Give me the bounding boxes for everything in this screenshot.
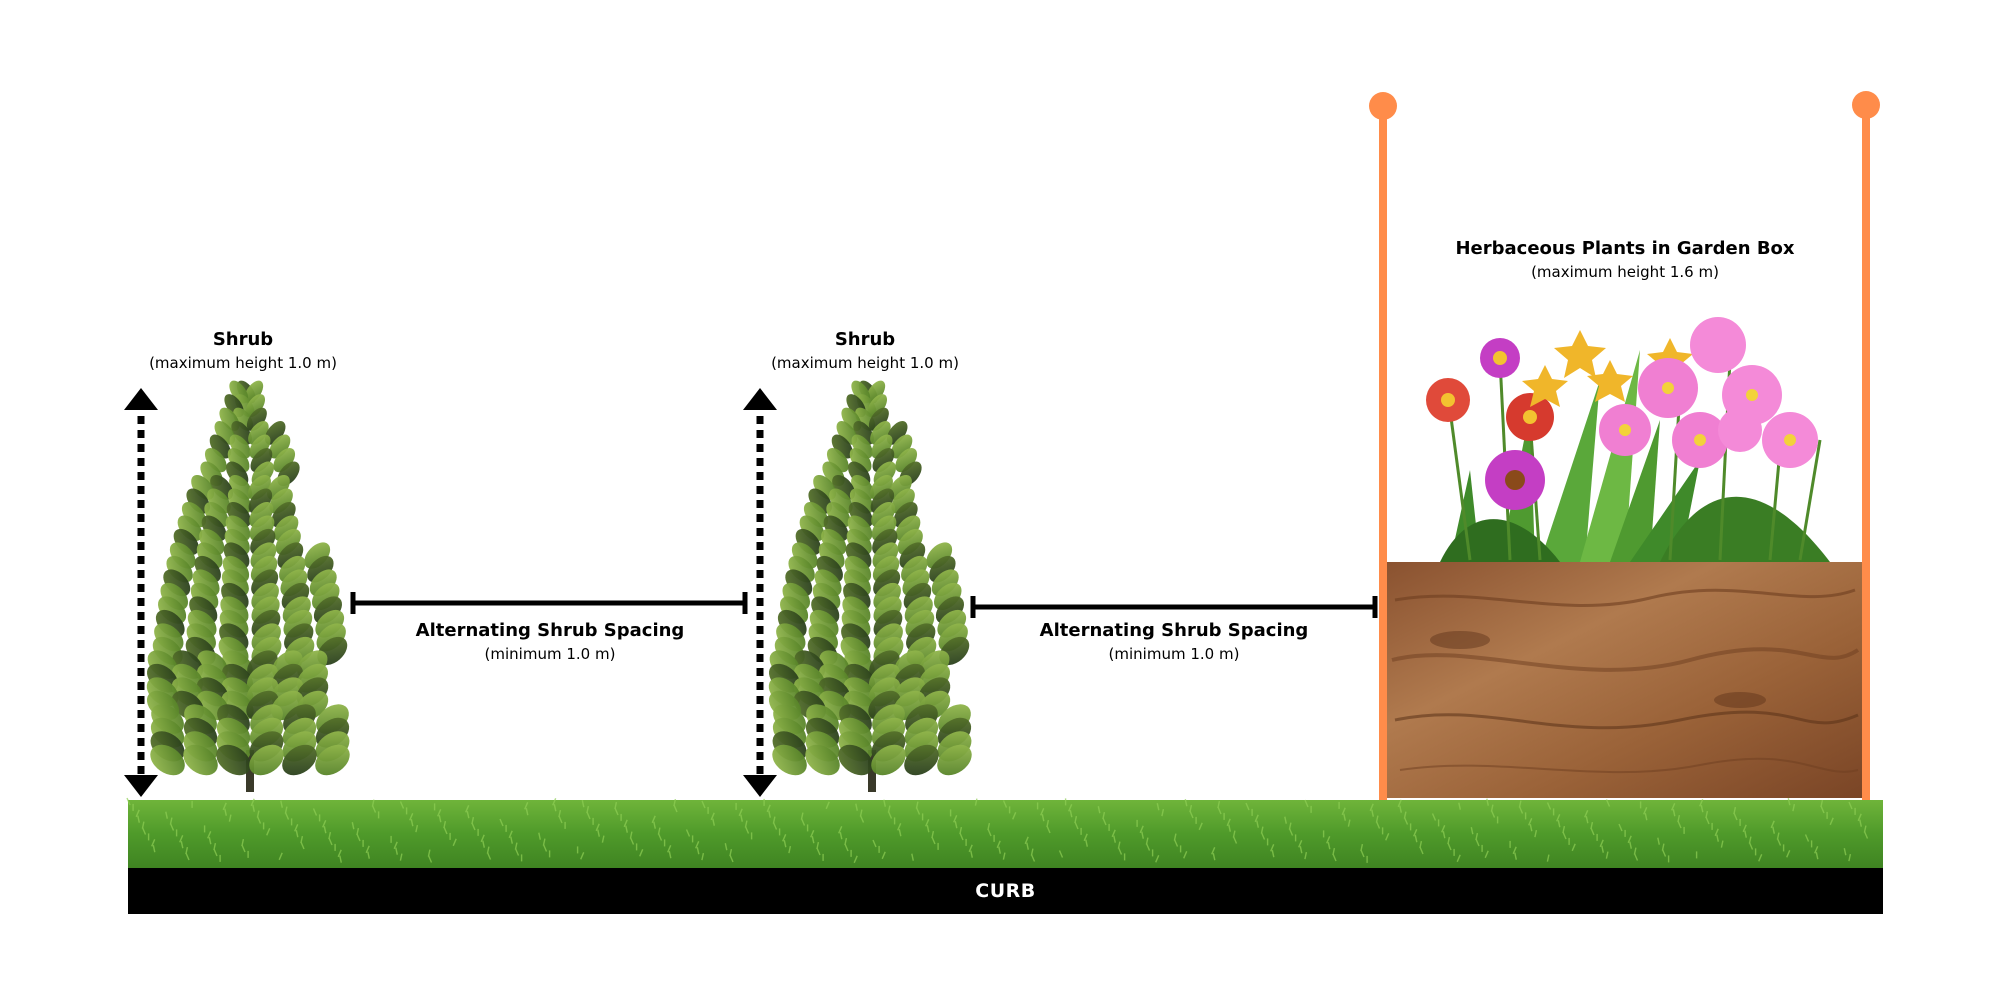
herbaceous-plants-icon — [1426, 317, 1830, 562]
garden-box-left-post — [1369, 92, 1397, 800]
shrub-middle-subtitle: (maximum height 1.0 m) — [771, 354, 959, 372]
shrub-left-title: Shrub — [212, 329, 274, 350]
spacing-left-subtitle: (minimum 1.0 m) — [484, 645, 616, 663]
shrub-left-label: Shrub (maximum height 1.0 m) — [123, 328, 363, 374]
garden-box-planter — [1387, 562, 1862, 798]
shrub-middle-label: Shrub (maximum height 1.0 m) — [745, 328, 985, 374]
shrub-left-subtitle: (maximum height 1.0 m) — [149, 354, 337, 372]
spacing-left-title: Alternating Shrub Spacing — [415, 620, 685, 641]
shrub-left-height-arrow — [124, 388, 158, 797]
garden-box-label: Herbaceous Plants in Garden Box (maximum… — [1430, 237, 1820, 283]
curb-bar — [128, 868, 1883, 914]
shrub-middle-title: Shrub — [834, 329, 896, 350]
shrub-left-icon — [146, 380, 350, 792]
spacing-right-dimension-line — [970, 596, 1378, 618]
spacing-right-label: Alternating Shrub Spacing (minimum 1.0 m… — [1024, 619, 1324, 665]
spacing-left-dimension-line — [350, 592, 748, 614]
garden-box-right-post — [1852, 91, 1880, 800]
spacing-right-subtitle: (minimum 1.0 m) — [1108, 645, 1240, 663]
shrub-middle-height-arrow — [743, 388, 777, 797]
shrub-middle-icon — [768, 380, 972, 792]
garden-box-title: Herbaceous Plants in Garden Box — [1455, 238, 1795, 259]
spacing-right-title: Alternating Shrub Spacing — [1039, 620, 1309, 641]
spacing-left-label: Alternating Shrub Spacing (minimum 1.0 m… — [400, 619, 700, 665]
garden-box-subtitle: (maximum height 1.6 m) — [1531, 263, 1719, 281]
curb-label: CURB — [975, 880, 1036, 902]
grass-strip — [126, 797, 1883, 868]
